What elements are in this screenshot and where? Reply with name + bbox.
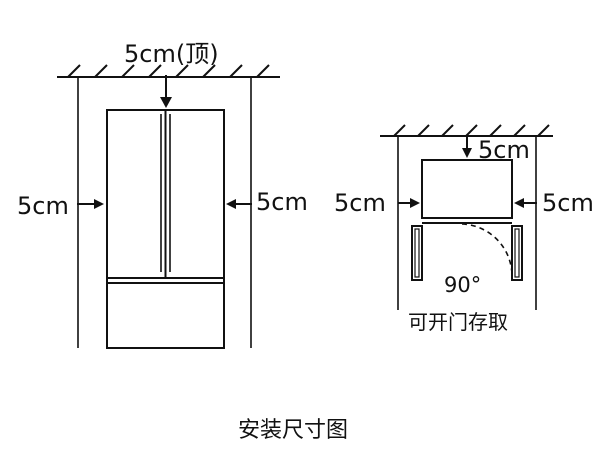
right-open-door-left — [411, 225, 423, 281]
left-top-clearance-label: 5cm(顶) — [124, 40, 219, 68]
door-swing-arc — [461, 223, 513, 277]
left-ceiling — [57, 64, 280, 78]
right-top-arrow — [462, 135, 472, 158]
left-side-arrow-right — [226, 199, 252, 209]
right-side-arrow-left — [398, 198, 420, 208]
right-left-clearance-label: 5cm — [334, 189, 386, 217]
left-top-arrow — [160, 75, 172, 108]
left-fridge-body — [106, 109, 225, 349]
right-open-door-right — [511, 225, 523, 281]
right-side-arrow-right — [514, 198, 537, 208]
right-fridge-body — [421, 159, 513, 224]
door-angle-label: 90° — [444, 273, 482, 297]
figure-caption: 安装尺寸图 — [238, 418, 349, 443]
left-right-clearance-label: 5cm — [256, 188, 308, 216]
right-top-clearance-label: 5cm — [478, 136, 530, 164]
door-note-label: 可开门存取 — [408, 310, 508, 334]
right-right-clearance-label: 5cm — [542, 189, 594, 217]
left-side-arrow-left — [77, 199, 104, 209]
right-ceiling — [380, 124, 553, 137]
left-left-clearance-label: 5cm — [17, 192, 69, 220]
